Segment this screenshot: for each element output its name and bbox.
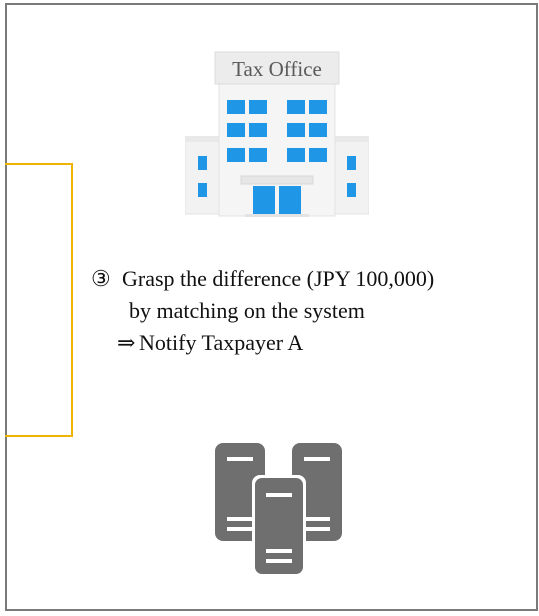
note-text-1: Grasp the difference (JPY 100,000) [122, 266, 435, 291]
note-line-1: ③ Grasp the difference (JPY 100,000) [91, 263, 539, 295]
note-text-3: Notify Taxpayer A [139, 330, 304, 355]
tax-office-building-icon: Tax Office [185, 50, 369, 218]
tax-office-sign: Tax Office [232, 57, 322, 81]
step-3-description: ③ Grasp the difference (JPY 100,000) by m… [91, 263, 539, 359]
connector-bracket [5, 163, 73, 437]
implies-arrow-icon: ⇒ [117, 330, 136, 355]
note-line-3: ⇒Notify Taxpayer A [91, 327, 539, 359]
server-stack-icon [215, 443, 345, 577]
note-line-2: by matching on the system [129, 298, 365, 323]
step-marker: ③ [91, 266, 111, 291]
tax-office-panel: Tax Office [5, 3, 538, 611]
